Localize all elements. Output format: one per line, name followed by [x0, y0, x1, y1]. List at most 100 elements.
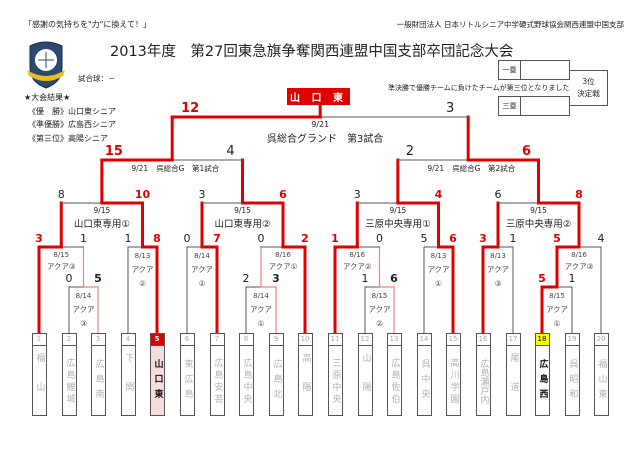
score-right: 8 — [575, 188, 583, 201]
team-slot-16: 16 広島瀬戸内 — [475, 333, 491, 417]
tournament-results: ★大会結果★ 《優 勝》山口東シニア 《準優勝》広島西シニア 《第三位》高陽シニ… — [24, 91, 116, 145]
match-field-number: ② — [139, 279, 146, 288]
score-left: 15 — [105, 144, 123, 159]
team-name: 福山 — [34, 352, 45, 411]
team-name-cell: 福山東 — [595, 346, 608, 417]
match-venue: アクア — [191, 265, 213, 274]
team-name-cell: 下関 — [122, 346, 135, 417]
team-slot-17: 17 尾道 — [505, 333, 521, 417]
match-field-number: ② — [376, 319, 383, 328]
team-name-cell: 広島中央 — [240, 346, 253, 417]
match-field-number: ① — [258, 319, 265, 328]
match-date: 9/21 — [427, 164, 444, 173]
team-slot-5: 5 山口東 — [149, 333, 165, 416]
team-number: 2 — [62, 334, 76, 346]
team-name: 広島鯉城 — [64, 357, 75, 406]
match-date: 9/15 — [93, 206, 110, 215]
team-name-cell: 広島南 — [92, 346, 105, 417]
team-number: 7 — [210, 334, 224, 346]
first-base-box: 一塁 — [498, 60, 570, 80]
team-name-cell: 呉中央 — [418, 346, 431, 417]
team-name-cell: 呉昭和 — [566, 346, 579, 417]
score-left: 5 — [538, 272, 546, 285]
match-venue: アクア — [546, 305, 568, 314]
team-number: 5 — [150, 334, 164, 346]
score-left: 2 — [406, 144, 414, 159]
team-name-cell: 広島鯉城 — [63, 346, 76, 417]
result-champion: 《優 勝》山口東シニア — [28, 106, 116, 116]
score-right: 3 — [272, 272, 280, 285]
match-venue: アクア — [250, 305, 272, 314]
team-number: 14 — [417, 334, 431, 346]
score-left: 0 — [258, 232, 265, 245]
match-date: 8/16 — [571, 251, 587, 259]
score-left: 6 — [495, 188, 502, 201]
team-name: 広島中央 — [241, 357, 252, 406]
team-number: 16 — [476, 334, 490, 346]
score-left: 3 — [354, 188, 361, 201]
match-venue: アクア① — [269, 262, 298, 271]
team-name-cell: 福山 — [33, 346, 46, 417]
match-venue: 山口東専用① — [74, 218, 130, 230]
third-base-label: 三塁 — [499, 97, 521, 115]
match-venue: 呉総合G 第2試合 — [452, 163, 516, 173]
match-venue: 三原中央専用① — [365, 218, 431, 230]
match-venue: アクア — [72, 305, 94, 314]
team-number: 15 — [446, 334, 460, 346]
champion-box: 山 口 東 — [287, 88, 350, 105]
match-date: 9/15 — [389, 206, 406, 215]
team-name-cell: 広島北 — [270, 346, 283, 417]
team-number: 17 — [506, 334, 520, 346]
score-right: 0 — [376, 232, 383, 245]
match-field-number: ③ — [495, 279, 502, 288]
page-title: 2013年度 第27回東急旗争奪関西連盟中国支部卒団記念大会 — [110, 44, 514, 60]
team-name-cell: 高川学園 — [447, 346, 460, 417]
match-field-number: ③ — [80, 319, 87, 328]
team-name: 広島瀬戸内 — [478, 359, 489, 404]
score-right: 1 — [80, 232, 87, 245]
team-name-cell: 東広島 — [181, 346, 194, 417]
team-slot-14: 14 呉中央 — [416, 333, 432, 417]
match-venue: アクア — [427, 265, 449, 274]
team-name-cell: 広島佐伯 — [388, 346, 401, 417]
team-name-cell: 尾道 — [507, 346, 520, 417]
score-right: 5 — [94, 272, 102, 285]
score-left: 1 — [331, 232, 339, 245]
team-name: 東広島 — [182, 359, 193, 404]
match-field-number: ① — [554, 319, 561, 328]
team-number: 12 — [358, 334, 372, 346]
score-right: 4 — [226, 144, 234, 159]
match-date: 8/14 — [253, 292, 269, 300]
team-name: 呉中央 — [419, 359, 430, 404]
match-venue: アクア — [131, 265, 153, 274]
league-logo — [26, 40, 66, 90]
score-left: 12 — [181, 101, 199, 116]
team-name: 尾道 — [508, 352, 519, 411]
team-name-cell: 広島西 — [536, 346, 549, 417]
score-left: 0 — [66, 272, 73, 285]
results-heading: ★大会結果★ — [24, 93, 71, 102]
third-place-note: 準決勝で優勝チームに負けたチームが第三位となりました — [388, 84, 570, 92]
team-name: 山口東 — [152, 359, 163, 404]
team-number: 6 — [180, 334, 194, 346]
team-number: 10 — [298, 334, 312, 346]
playoff-label: 決定戦 — [577, 89, 600, 98]
score-right: 7 — [213, 232, 221, 245]
match-venue: 呉総合G 第1試合 — [156, 163, 220, 173]
team-name: 広島佐伯 — [389, 357, 400, 406]
team-number: 11 — [328, 334, 342, 346]
match-venue: アクア — [368, 305, 390, 314]
match-date: 8/14 — [76, 292, 92, 300]
team-name-cell: 広島瀬戸内 — [477, 346, 490, 417]
score-left: 0 — [184, 232, 191, 245]
team-name-cell: 広島安芸 — [211, 346, 224, 417]
third-place-playoff: 3位 決定戦 — [570, 70, 608, 106]
score-left: 1 — [125, 232, 132, 245]
team-slot-2: 2 広島鯉城 — [61, 333, 77, 417]
